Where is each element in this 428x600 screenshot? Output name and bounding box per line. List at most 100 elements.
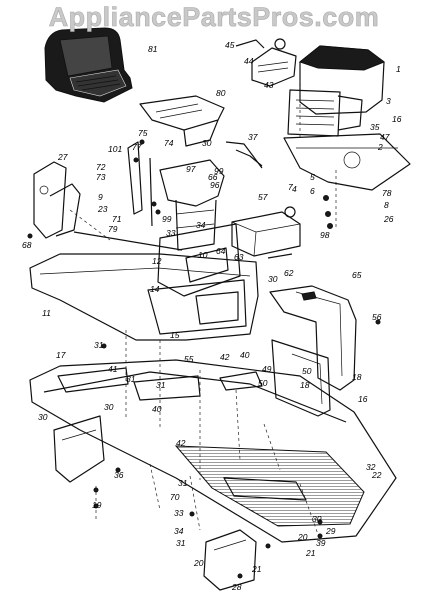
callout-16: 16 bbox=[392, 114, 402, 124]
callout-57: 57 bbox=[258, 192, 268, 202]
callout-10: 10 bbox=[198, 250, 208, 260]
callout-79: 79 bbox=[108, 224, 118, 234]
callout-16: 16 bbox=[358, 394, 368, 404]
callout-80: 80 bbox=[216, 88, 226, 98]
callout-50: 50 bbox=[302, 366, 312, 376]
callout-29: 29 bbox=[325, 526, 336, 536]
callout-36: 36 bbox=[114, 470, 124, 480]
callout-33: 33 bbox=[166, 228, 176, 238]
callout-26: 26 bbox=[383, 214, 394, 224]
callout-21: 21 bbox=[305, 548, 316, 558]
callout-72: 72 bbox=[96, 162, 106, 172]
callout-97: 97 bbox=[186, 164, 196, 174]
callout-66: 66 bbox=[208, 172, 218, 182]
fuel-tank bbox=[231, 206, 301, 257]
callout-3: 3 bbox=[386, 96, 391, 106]
callout-96: 96 bbox=[210, 180, 220, 190]
callout-49: 49 bbox=[262, 364, 272, 374]
callout-101: 101 bbox=[108, 144, 122, 154]
callout-30: 30 bbox=[202, 138, 212, 148]
callout-99: 99 bbox=[214, 166, 224, 176]
callout-45: 45 bbox=[225, 40, 235, 50]
callout-47: 47 bbox=[380, 132, 390, 142]
callout-15: 15 bbox=[170, 330, 180, 340]
assembly-lines bbox=[69, 80, 337, 541]
seat-bracket bbox=[139, 95, 225, 147]
callout-98: 98 bbox=[320, 230, 330, 240]
callout-14: 14 bbox=[150, 284, 160, 294]
callout-65: 65 bbox=[352, 270, 362, 280]
callout-41: 41 bbox=[108, 364, 118, 374]
floor-mat bbox=[174, 445, 365, 527]
hood bbox=[29, 253, 259, 341]
callout-64: 64 bbox=[216, 246, 226, 256]
callout-31: 31 bbox=[176, 538, 186, 548]
callout-70: 70 bbox=[170, 492, 180, 502]
lower-bracket bbox=[203, 529, 257, 591]
callout-35: 35 bbox=[370, 122, 380, 132]
callout-21: 21 bbox=[251, 564, 262, 574]
callout-34: 34 bbox=[196, 220, 206, 230]
callout-34: 34 bbox=[174, 526, 184, 536]
callout-56: 56 bbox=[372, 312, 382, 322]
callout-30: 30 bbox=[104, 402, 114, 412]
callout-74: 74 bbox=[164, 138, 174, 148]
callout-25: 25 bbox=[0, 0, 10, 2]
callout-42: 42 bbox=[220, 352, 230, 362]
callout-81: 81 bbox=[148, 44, 158, 54]
side-bracket bbox=[33, 161, 81, 239]
callout-28: 28 bbox=[231, 582, 242, 592]
callout-18: 18 bbox=[352, 372, 362, 382]
callout-30: 30 bbox=[268, 274, 278, 284]
callout-6: 6 bbox=[310, 186, 315, 196]
callout-8: 8 bbox=[384, 200, 389, 210]
callout-30: 30 bbox=[38, 412, 48, 422]
callout-19: 19 bbox=[92, 500, 102, 510]
callout-77: 77 bbox=[132, 142, 142, 152]
callout-68: 68 bbox=[22, 240, 32, 250]
callout-75: 75 bbox=[138, 128, 148, 138]
callout-99: 99 bbox=[162, 214, 172, 224]
callout-23: 23 bbox=[97, 204, 108, 214]
seat bbox=[44, 27, 133, 103]
front-bracket bbox=[53, 415, 105, 483]
callout-43: 43 bbox=[264, 80, 274, 90]
callout-9: 9 bbox=[98, 192, 103, 202]
callout-1: 1 bbox=[396, 64, 401, 74]
callout-73: 73 bbox=[96, 172, 106, 182]
hardware bbox=[27, 139, 381, 579]
engine bbox=[287, 45, 386, 137]
callout-31: 31 bbox=[156, 380, 166, 390]
callout-50: 50 bbox=[258, 378, 268, 388]
callout-7: 7 bbox=[288, 182, 293, 192]
callout-20: 20 bbox=[297, 532, 308, 542]
callout-63: 63 bbox=[234, 252, 244, 262]
callout-22: 22 bbox=[371, 470, 382, 480]
callout-27: 27 bbox=[57, 152, 68, 162]
callout-17: 17 bbox=[56, 350, 66, 360]
callout-33: 33 bbox=[174, 508, 184, 518]
callout-31: 31 bbox=[126, 374, 136, 384]
callout-71: 71 bbox=[112, 214, 122, 224]
callout-31: 31 bbox=[178, 478, 188, 488]
callout-5: 5 bbox=[310, 172, 315, 182]
callout-40: 40 bbox=[152, 404, 162, 414]
callout-40: 40 bbox=[240, 350, 250, 360]
callout-18: 18 bbox=[300, 380, 310, 390]
callout-21: 21 bbox=[0, 0, 10, 2]
callout-4: 4 bbox=[292, 184, 297, 194]
callout-37: 37 bbox=[248, 132, 258, 142]
callout-55: 55 bbox=[184, 354, 194, 364]
callout-44: 44 bbox=[244, 56, 254, 66]
callout-30: 30 bbox=[312, 514, 322, 524]
callout-78: 78 bbox=[382, 188, 392, 198]
dashboard-assembly bbox=[157, 159, 241, 297]
callout-42: 42 bbox=[176, 438, 186, 448]
fender bbox=[269, 285, 357, 391]
engine-plate bbox=[283, 133, 411, 191]
callout-62: 62 bbox=[284, 268, 294, 278]
callout-32: 32 bbox=[366, 462, 376, 472]
callout-12: 12 bbox=[152, 256, 162, 266]
muffler bbox=[235, 38, 297, 87]
